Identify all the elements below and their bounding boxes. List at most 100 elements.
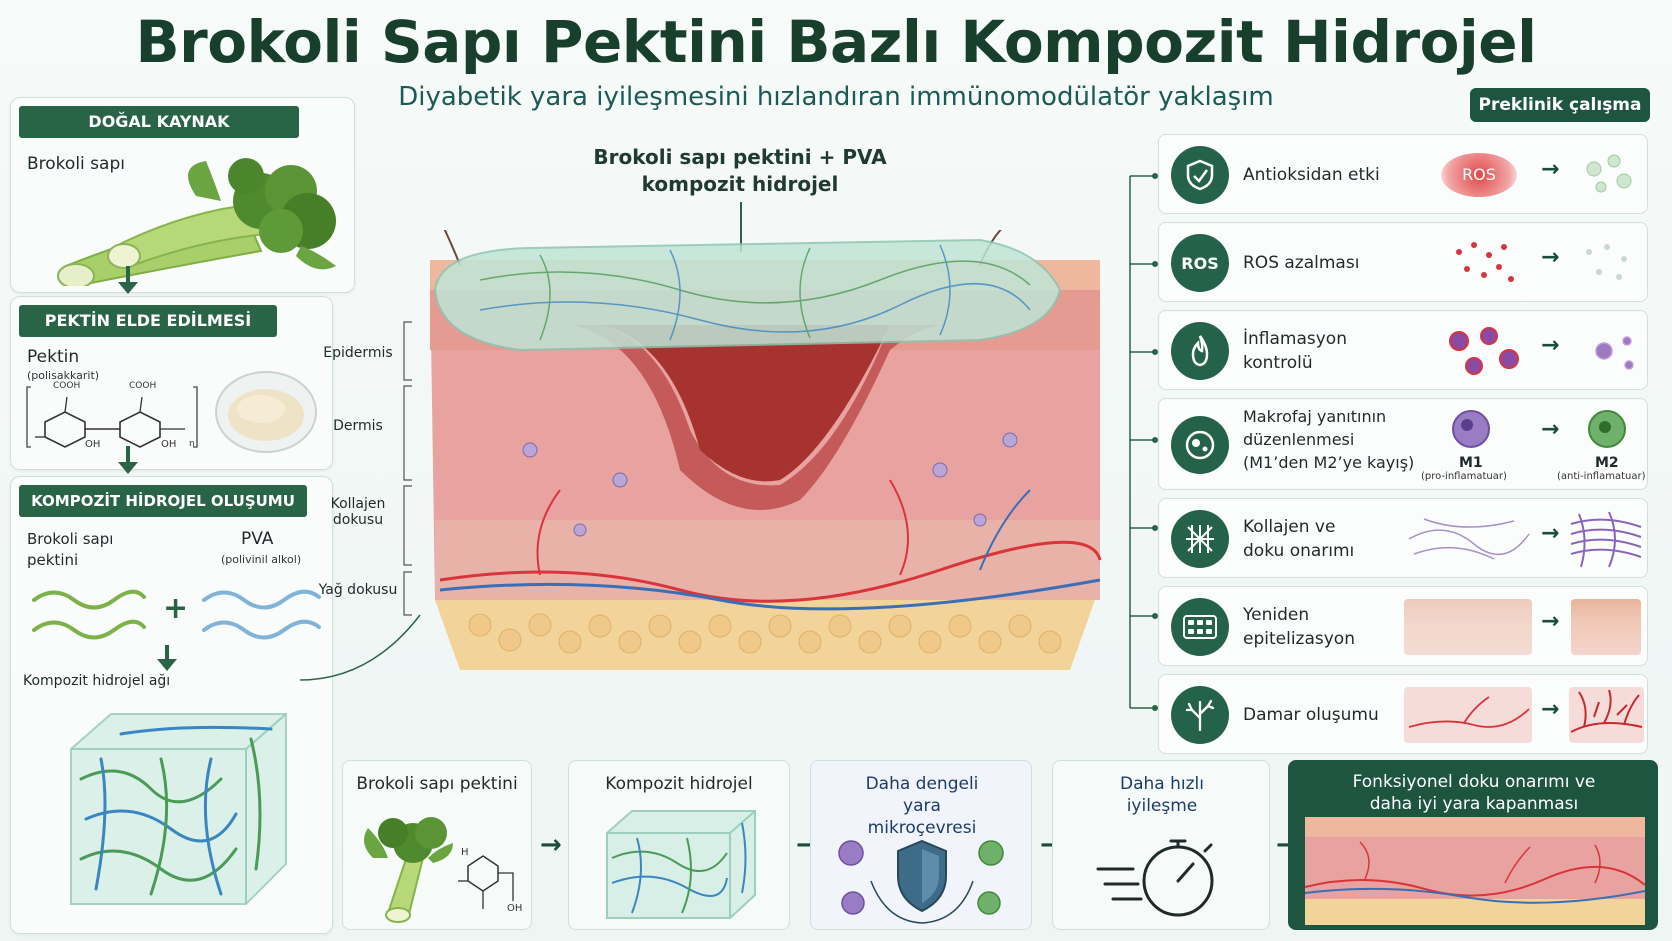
bottom-arrow-1: → <box>540 830 562 860</box>
stopwatch-icon <box>1096 839 1214 917</box>
effect-antioxidant-label: Antioksidan etki <box>1243 165 1380 185</box>
arrow-right-icon: → <box>1541 157 1560 182</box>
arrow-right-icon: → <box>1541 333 1560 358</box>
flow-arrow-1 <box>118 282 138 294</box>
broccoli-icon <box>57 158 336 286</box>
preclinical-badge: Preklinik çalışma <box>1470 88 1650 122</box>
hydrogel-cube-illustration <box>70 713 287 905</box>
m2-macrophage <box>1588 410 1626 448</box>
bottom-step-functional-repair: Fonksiyonel doku onarımı ve daha iyi yar… <box>1288 760 1658 930</box>
collagen-tissue-label: Kollajen dokusu <box>330 496 386 528</box>
partial-epithelium <box>1404 599 1532 655</box>
broccoli-stem-label: Brokoli sapı <box>27 154 125 174</box>
pectin-extraction-panel: PEKTİN ELDE EDİLMESİ Pektin (polisakkari… <box>10 296 333 470</box>
repeat-n-label: n <box>189 439 195 449</box>
hydrogel-network-label: Kompozit hidrojel ağı <box>23 673 171 689</box>
bottom-step-hydrogel: Kompozit hidrojel <box>568 760 790 930</box>
ros-particles-red <box>1456 242 1514 282</box>
arrow-right-icon: → <box>1541 417 1560 442</box>
bottom-step-microenvironment: Daha dengeli yara mikroçevresi <box>810 760 1032 930</box>
dermis-label: Dermis <box>333 418 383 434</box>
healed-skin-illustration <box>1305 817 1645 925</box>
arrow-right-icon: → <box>1541 245 1560 270</box>
pva-sub-label: (polivinil alkol) <box>221 553 302 566</box>
ros-icon-text: ROS <box>1181 253 1219 273</box>
broccoli-pectin-label: Brokoli sapı pektini <box>27 530 114 569</box>
m2-sub-label: (anti-inflamatuar) <box>1557 471 1646 482</box>
effect-reepithelialization-label: Yeniden epitelizasyon <box>1243 605 1355 649</box>
oh-label-1: OH <box>85 439 101 450</box>
layer-brackets <box>403 321 412 616</box>
effects-connector <box>1129 173 1158 711</box>
natural-source-heading: DOĞAL KAYNAK <box>19 106 299 138</box>
pectin-extraction-heading: PEKTİN ELDE EDİLMESİ <box>19 305 277 337</box>
pectin-structure-diagram <box>26 386 198 448</box>
plus-sign: + <box>163 591 189 626</box>
fat-tissue-label: Yağ dokusu <box>318 582 398 598</box>
hydrogel-formation-heading: KOMPOZİT HİDROJEL OLUŞUMU <box>19 485 307 517</box>
balanced-microenvironment-icon <box>838 839 1004 924</box>
cooh-label-1: COOH <box>53 381 81 391</box>
arrow-right-icon: → <box>1541 609 1560 634</box>
inflammatory-cells <box>1449 327 1519 375</box>
hydrogel-cube-mini <box>606 810 756 919</box>
broccoli-stem-icon <box>364 817 453 923</box>
page-subtitle: Diyabetik yara iyileşmesini hızlandıran … <box>398 82 1274 112</box>
collagen-mesh-icon <box>1171 510 1229 568</box>
oh-label-2: OH <box>161 439 177 450</box>
page-title: Brokoli Sapı Pektini Bazlı Kompozit Hidr… <box>135 8 1537 76</box>
m1-sub-label: (pro-inflamatuar) <box>1421 471 1507 482</box>
effect-inflammation-label: İnflamasyon kontrolü <box>1243 329 1347 373</box>
many-vessels <box>1569 687 1644 743</box>
neutralized-particles <box>1586 154 1632 193</box>
ros-down-icon: ROS <box>1171 234 1229 292</box>
flow-arrow-3 <box>157 659 177 671</box>
flow-arrow-stem-1 <box>126 266 130 284</box>
pva-chains-icon <box>202 589 321 640</box>
m1-macrophage <box>1452 410 1490 448</box>
arrow-right-icon: → <box>1541 697 1560 722</box>
effect-ros-reduction-label: ROS azalması <box>1243 253 1360 273</box>
macrophage-icon <box>1171 416 1229 474</box>
arrow-right-icon: → <box>1541 521 1560 546</box>
skin-wound-illustration <box>430 230 1102 670</box>
shield-leaf-icon <box>1171 146 1229 204</box>
flow-arrow-stem-2 <box>126 446 130 464</box>
sparse-collagen <box>1408 518 1530 560</box>
m2-label: M2 <box>1595 455 1619 471</box>
connector-line-to-wound <box>300 614 421 681</box>
bottom-step-microenvironment-label: Daha dengeli yara mikroçevresi <box>865 774 979 838</box>
m1-label: M1 <box>1459 455 1483 471</box>
bottom-step-functional-repair-label: Fonksiyonel doku onarımı ve daha iyi yar… <box>1352 772 1596 814</box>
flame-icon <box>1171 322 1229 380</box>
broccoli-illustration <box>57 158 336 286</box>
cooh-label-2: COOH <box>129 381 157 391</box>
callout-pointer <box>740 202 742 252</box>
pectin-label: Pektin <box>27 347 80 367</box>
epithelium-icon <box>1171 598 1229 656</box>
effect-macrophage: Makrofaj yanıtının düzenlenmesi (M1’den … <box>1158 398 1648 490</box>
effect-collagen: Kollajen ve doku onarımı → <box>1158 498 1648 578</box>
effect-reepithelialization: Yeniden epitelizasyon → <box>1158 586 1648 666</box>
dense-collagen <box>1570 511 1642 568</box>
effect-angiogenesis: Damar oluşumu → <box>1158 674 1648 754</box>
epidermis-label: Epidermis <box>323 345 393 361</box>
ros-particles-faded <box>1586 244 1627 280</box>
pva-label: PVA <box>241 529 274 549</box>
effect-antioxidant: Antioksidan etki ROS → <box>1158 134 1648 214</box>
ros-burst: ROS <box>1441 153 1517 197</box>
bottom-step-faster-healing: Daha hızlı iyileşme <box>1052 760 1270 930</box>
effect-collagen-label: Kollajen ve doku onarımı <box>1243 517 1355 561</box>
vessel-tree-icon <box>1171 686 1229 744</box>
effect-angiogenesis-label: Damar oluşumu <box>1243 705 1379 725</box>
hydrogel-formation-panel: KOMPOZİT HİDROJEL OLUŞUMU Brokoli sapı p… <box>10 476 333 934</box>
polysaccharide-label: (polisakkarit) <box>27 369 100 382</box>
bottom-step-pectin: Brokoli sapı pektini H OH <box>342 760 532 930</box>
pectin-powder-dish <box>215 371 317 453</box>
pectin-mini-structure <box>458 855 514 909</box>
restored-epithelium <box>1571 599 1641 655</box>
hydrogel-callout-2: kompozit hidrojel <box>641 172 839 196</box>
bottom-step-hydrogel-label: Kompozit hidrojel <box>605 774 753 794</box>
effect-macrophage-label: Makrofaj yanıtının düzenlenmesi (M1’den … <box>1243 407 1415 472</box>
reduced-cells <box>1595 336 1634 370</box>
